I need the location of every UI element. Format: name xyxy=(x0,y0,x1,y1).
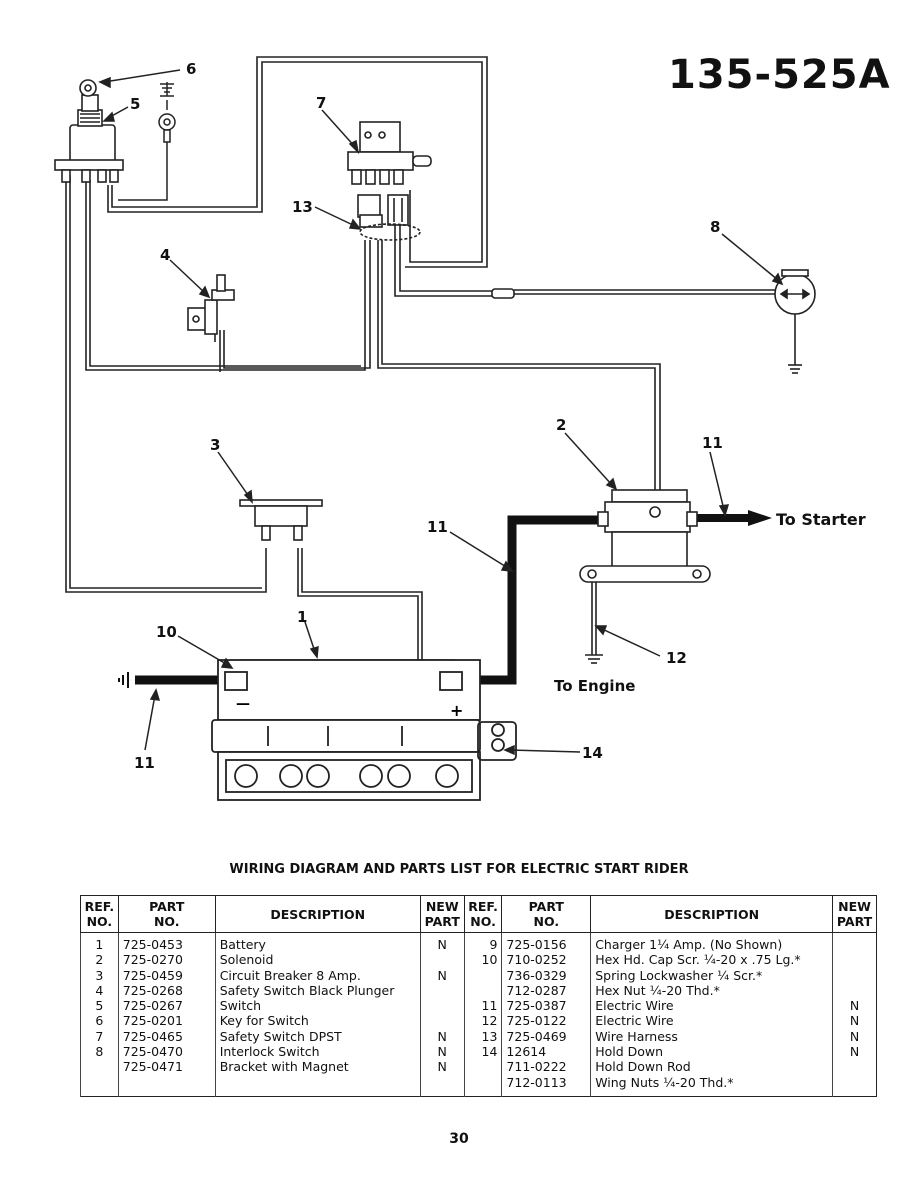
diagram-caption: WIRING DIAGRAM AND PARTS LIST FOR ELECTR… xyxy=(229,862,689,877)
wire-key-to-harness xyxy=(85,180,366,371)
callout-3: 3 xyxy=(210,436,220,454)
wire-harness-to-interlock xyxy=(394,225,492,297)
circuit-breaker xyxy=(239,499,323,541)
col-description-2: DESCRIPTION xyxy=(590,895,834,933)
battery xyxy=(211,659,517,801)
battery-negative-label: — xyxy=(236,696,250,712)
col-ref-no: REF.NO. xyxy=(80,895,119,933)
solenoid xyxy=(579,489,711,664)
wire-key-to-breaker xyxy=(65,175,267,593)
safety-switch-dpst xyxy=(347,121,432,185)
wire-harness xyxy=(357,194,421,241)
battery-cable-to-solenoid xyxy=(478,515,600,685)
callout-2: 2 xyxy=(556,416,566,434)
safety-switch-plunger xyxy=(187,274,235,342)
callout-11-starter: 11 xyxy=(702,434,723,452)
to-starter-label: To Starter xyxy=(776,510,866,529)
col-description: DESCRIPTION xyxy=(214,895,421,933)
callout-5: 5 xyxy=(130,95,140,113)
to-engine-label: To Engine xyxy=(554,677,635,695)
callout-13: 13 xyxy=(292,198,313,216)
ground-terminal xyxy=(118,82,176,201)
wire-harness-to-solenoid xyxy=(377,240,656,510)
callout-12: 12 xyxy=(666,649,687,667)
callout-11-ground: 11 xyxy=(134,754,155,772)
callout-8: 8 xyxy=(710,218,720,236)
callout-7: 7 xyxy=(316,94,326,112)
callout-1: 1 xyxy=(297,608,307,626)
right-desc-cell: Charger 1¼ Amp. (No Shown)Hex Hd. Cap Sc… xyxy=(590,932,833,1097)
wire-breaker-to-battery xyxy=(297,548,419,690)
wire-key-to-dpst xyxy=(107,61,483,263)
page-number: 30 xyxy=(449,1131,469,1147)
callout-11-cable: 11 xyxy=(427,518,448,536)
col-ref-no-2: REF.NO. xyxy=(463,895,503,933)
callout-10: 10 xyxy=(156,623,177,641)
interlock-switch xyxy=(491,269,816,374)
callout-4: 4 xyxy=(160,246,170,264)
battery-positive-label: + xyxy=(450,701,463,720)
callout-6: 6 xyxy=(186,60,196,78)
callout-14: 14 xyxy=(582,744,603,762)
key-switch xyxy=(54,79,124,183)
model-number: 135-525A xyxy=(668,52,891,98)
wiring-diagram: — + 6 5 7 13 4 8 3 2 11 11 1 10 12 11 14… xyxy=(54,56,866,801)
